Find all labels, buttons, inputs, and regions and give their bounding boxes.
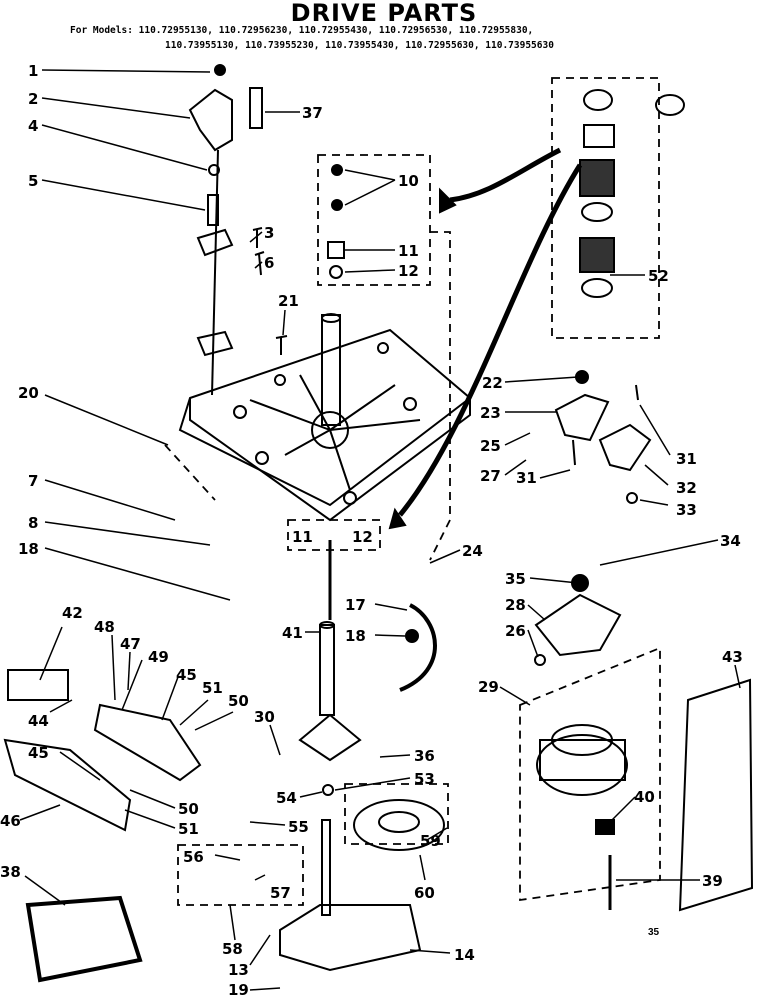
page-code: 35: [648, 927, 660, 938]
callout-31-left: 31: [516, 469, 537, 487]
callout-4: 4: [28, 117, 38, 135]
callout-55: 55: [288, 818, 309, 836]
callout-58: 58: [222, 940, 243, 958]
callout-44: 44: [28, 712, 49, 730]
callout-38: 38: [0, 863, 21, 881]
callout-32: 32: [676, 479, 697, 497]
callout-18-left: 18: [18, 540, 39, 558]
callout-54: 54: [276, 789, 297, 807]
callout-19: 19: [228, 981, 249, 995]
callout-35: 35: [505, 570, 526, 588]
callout-53: 53: [414, 770, 435, 788]
callout-43: 43: [722, 648, 743, 666]
callout-27: 27: [480, 467, 501, 485]
callout-26: 26: [505, 622, 526, 640]
callout-24: 24: [462, 542, 483, 560]
callout-45-lower: 45: [28, 744, 49, 762]
callout-1: 1: [28, 62, 38, 80]
callout-29: 29: [478, 678, 499, 696]
callout-51-lower: 51: [178, 820, 199, 838]
callout-31-right: 31: [676, 450, 697, 468]
callout-52: 52: [648, 267, 669, 285]
callout-11: 11: [398, 242, 419, 260]
callout-60: 60: [414, 884, 435, 902]
callout-42: 42: [62, 604, 83, 622]
callout-37: 37: [302, 104, 323, 122]
callout-labels: 1 2 4 5 3 6 37 10 11 12 21 52 20 22 23 2…: [0, 62, 743, 995]
model-numbers-line-1: For Models: 110.72955130, 110.72956230, …: [70, 25, 534, 36]
callout-22: 22: [482, 374, 503, 392]
callout-2: 2: [28, 90, 38, 108]
callout-6: 6: [264, 254, 274, 272]
callout-50-upper: 50: [228, 692, 249, 710]
callout-28: 28: [505, 596, 526, 614]
callout-12: 12: [398, 262, 419, 280]
callout-7: 7: [28, 472, 38, 490]
callout-34: 34: [720, 532, 741, 550]
part-drawings: [3, 64, 754, 983]
callout-39: 39: [702, 872, 723, 890]
callout-25: 25: [480, 437, 501, 455]
callout-23: 23: [480, 404, 501, 422]
callout-56: 56: [183, 848, 204, 866]
callout-48: 48: [94, 618, 115, 636]
callout-3: 3: [264, 224, 274, 242]
callout-17: 17: [345, 596, 366, 614]
callout-46: 46: [0, 812, 21, 830]
callout-49: 49: [148, 648, 169, 666]
callout-13: 13: [228, 961, 249, 979]
callout-40: 40: [634, 788, 655, 806]
callout-8: 8: [28, 514, 38, 532]
model-numbers-line-2: 110.73955130, 110.73955230, 110.73955430…: [165, 40, 554, 51]
page-title: DRIVE PARTS: [290, 0, 478, 27]
callout-21: 21: [278, 292, 299, 310]
callout-5: 5: [28, 172, 38, 190]
callout-45-upper: 45: [176, 666, 197, 684]
callout-41: 41: [282, 624, 303, 642]
callout-18-right: 18: [345, 627, 366, 645]
leader-lines: [19, 69, 741, 991]
callout-30: 30: [254, 708, 275, 726]
callout-12-lower: 12: [352, 528, 373, 546]
callout-36: 36: [414, 747, 435, 765]
callout-14: 14: [454, 946, 475, 964]
callout-50-lower: 50: [178, 800, 199, 818]
callout-47: 47: [120, 635, 141, 653]
callout-10: 10: [398, 172, 419, 190]
callout-20: 20: [18, 384, 39, 402]
callout-33: 33: [676, 501, 697, 519]
callout-57: 57: [270, 884, 291, 902]
callout-11-lower: 11: [292, 528, 313, 546]
callout-59: 59: [420, 832, 441, 850]
callout-51-upper: 51: [202, 679, 223, 697]
